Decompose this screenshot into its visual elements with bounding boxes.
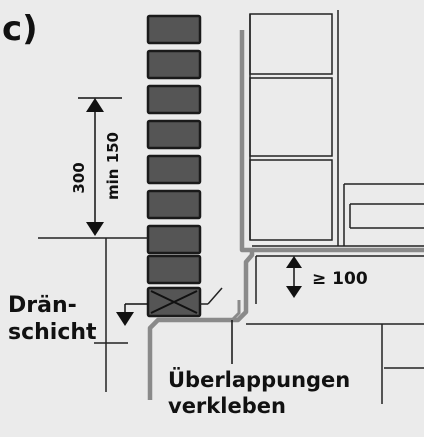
overlap-dimension (286, 256, 302, 298)
overlap-label-line2: verkleben (168, 394, 286, 418)
overlap-label-line1: Überlappungen (168, 367, 350, 392)
brick (146, 224, 202, 255)
brick (146, 154, 202, 185)
brick (146, 14, 202, 45)
waterproofing-membrane (147, 30, 255, 400)
brick (146, 84, 202, 115)
dimension-300-label: 300 (70, 162, 88, 193)
brick (146, 254, 202, 285)
brick (146, 119, 202, 150)
brick (146, 189, 202, 220)
height-dimension (78, 97, 122, 236)
slab-lines (252, 245, 424, 304)
drain-layer-label-line2: schicht (8, 320, 97, 345)
dimension-min150-label: min 150 (104, 132, 122, 200)
brick (146, 49, 202, 80)
membrane-return (230, 300, 241, 322)
drain-layer-label-line1: Drän- (8, 293, 77, 318)
drain-brick (146, 286, 202, 318)
panel-label: c) (2, 9, 38, 49)
brick-column (146, 14, 202, 285)
wall-blocks (249, 10, 424, 246)
drain-arrow (116, 303, 148, 326)
overlap-dimension-label: ≥ 100 (312, 269, 368, 289)
